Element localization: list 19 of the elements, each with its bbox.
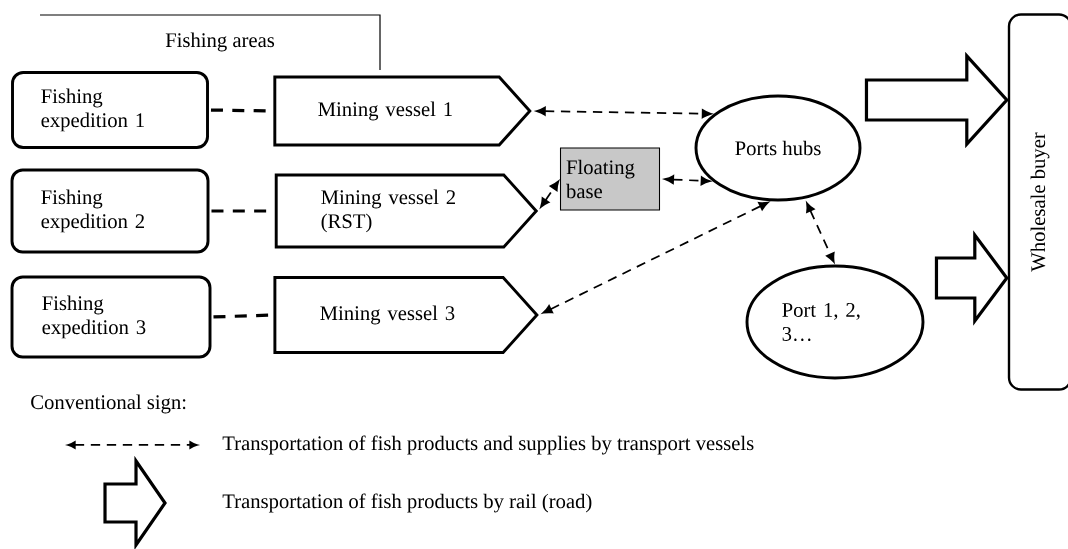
block-arrow [934, 230, 1009, 326]
legend-text: Transportation of fish products by rail (road) [222, 493, 592, 513]
vessel-box: Mining vessel 3 [273, 276, 539, 354]
expedition-box: Fishing expedition 3 [10, 275, 212, 359]
base-box: Floating base [559, 147, 661, 211]
legend-text: Transportation of fish products and supplies by transport vessels [222, 435, 754, 455]
expedition-box: Fishing expedition 1 [11, 71, 209, 149]
arrow [664, 175, 711, 186]
expedition-box: Fishing expedition 2 [10, 168, 210, 254]
arrow [542, 201, 769, 314]
arrow [806, 202, 835, 263]
vessel-box: Mining vessel 2 (RST) [274, 173, 539, 249]
note-text: Fishing areas [165, 32, 275, 52]
arrow [535, 106, 712, 119]
vessel-box: Mining vessel 1 [273, 75, 532, 147]
note-text: Conventional sign: [31, 394, 186, 414]
block-arrow [864, 51, 1009, 149]
arrow [540, 180, 560, 208]
buyer-box: Wholesale buyer [1007, 13, 1068, 391]
